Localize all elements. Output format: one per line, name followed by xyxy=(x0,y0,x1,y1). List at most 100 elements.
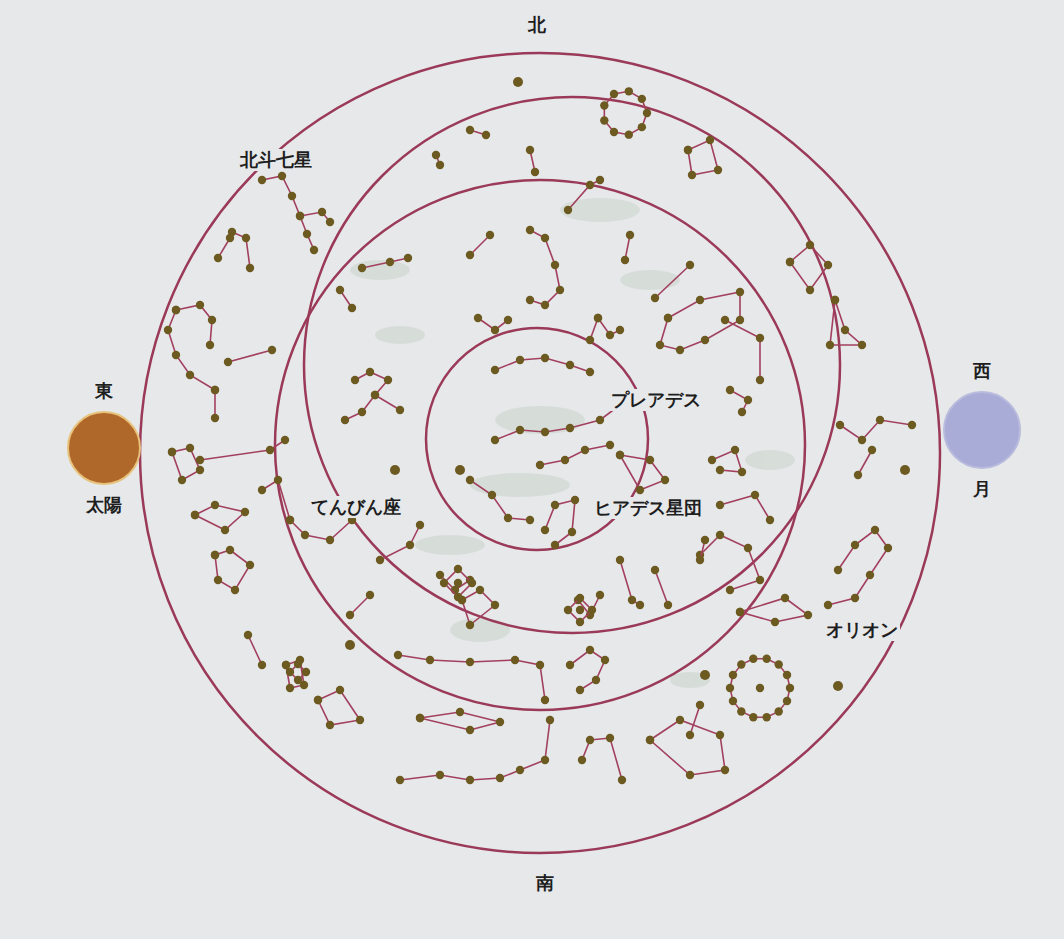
star xyxy=(786,258,794,266)
star xyxy=(541,428,549,436)
star xyxy=(214,576,222,584)
star xyxy=(516,356,524,364)
constellation-line xyxy=(290,520,352,540)
sky-circles xyxy=(140,53,940,853)
star xyxy=(737,660,745,668)
star xyxy=(211,501,219,509)
body-disc xyxy=(942,390,1022,470)
constellation-line xyxy=(620,455,665,490)
star xyxy=(371,391,379,399)
star xyxy=(231,586,239,594)
milky-way xyxy=(350,198,795,688)
star xyxy=(211,386,219,394)
constellation-line xyxy=(720,495,770,520)
star xyxy=(511,656,519,664)
star xyxy=(866,571,874,579)
star xyxy=(656,341,664,349)
star xyxy=(716,531,724,539)
constellation-line xyxy=(470,480,530,520)
star xyxy=(576,686,584,694)
star xyxy=(771,618,779,626)
star xyxy=(628,596,636,604)
constellation-label: オリオン xyxy=(824,619,900,641)
constellation-line xyxy=(495,405,620,440)
star xyxy=(211,551,219,559)
star xyxy=(744,396,752,404)
star xyxy=(168,448,176,456)
star xyxy=(854,471,862,479)
star xyxy=(426,656,434,664)
star xyxy=(258,486,266,494)
constellation-line xyxy=(200,440,285,460)
star xyxy=(626,231,634,239)
star xyxy=(684,146,692,154)
body-label: 太陽 xyxy=(86,494,122,516)
star xyxy=(348,304,356,312)
star xyxy=(496,718,504,726)
direction-label: 東 xyxy=(95,380,113,402)
star xyxy=(736,608,744,616)
star xyxy=(731,446,739,454)
star xyxy=(646,736,654,744)
star xyxy=(516,426,524,434)
star xyxy=(196,301,204,309)
star xyxy=(836,421,844,429)
star xyxy=(706,136,714,144)
star xyxy=(456,708,464,716)
star xyxy=(376,556,384,564)
star xyxy=(536,661,544,669)
constellation-line xyxy=(262,176,314,250)
star xyxy=(651,294,659,302)
star xyxy=(396,776,404,784)
direction-label: 北 xyxy=(526,14,548,36)
star xyxy=(661,476,669,484)
star xyxy=(541,696,549,704)
star xyxy=(336,686,344,694)
star xyxy=(826,341,834,349)
star xyxy=(358,264,366,272)
star xyxy=(390,465,400,475)
star xyxy=(783,671,791,679)
star xyxy=(416,714,424,722)
star xyxy=(586,368,594,376)
star xyxy=(876,416,884,424)
star xyxy=(646,456,654,464)
star xyxy=(551,541,559,549)
star xyxy=(568,528,576,536)
star xyxy=(241,508,249,516)
star xyxy=(345,640,355,650)
star xyxy=(833,681,843,691)
star xyxy=(358,408,366,416)
star xyxy=(688,171,696,179)
star xyxy=(191,511,199,519)
star xyxy=(738,468,746,476)
star xyxy=(440,579,448,587)
star xyxy=(384,376,392,384)
star xyxy=(214,254,222,262)
star xyxy=(586,646,594,654)
star xyxy=(466,726,474,734)
star xyxy=(454,579,462,587)
star xyxy=(596,416,604,424)
star xyxy=(686,731,694,739)
star xyxy=(466,476,474,484)
star xyxy=(310,246,318,254)
constellation-label: 北斗七星 xyxy=(238,149,314,171)
star xyxy=(756,684,764,692)
star xyxy=(356,716,364,724)
star xyxy=(303,230,311,238)
star xyxy=(551,501,559,509)
star xyxy=(296,212,304,220)
constellation-line xyxy=(620,560,640,605)
star xyxy=(646,736,654,744)
star xyxy=(541,756,549,764)
star xyxy=(564,206,572,214)
star xyxy=(696,701,704,709)
star xyxy=(466,126,474,134)
constellation-label: てんびん座 xyxy=(309,496,403,518)
star xyxy=(566,361,574,369)
star xyxy=(686,771,694,779)
star xyxy=(455,465,465,475)
star xyxy=(606,734,614,742)
constellation-line xyxy=(700,535,760,590)
